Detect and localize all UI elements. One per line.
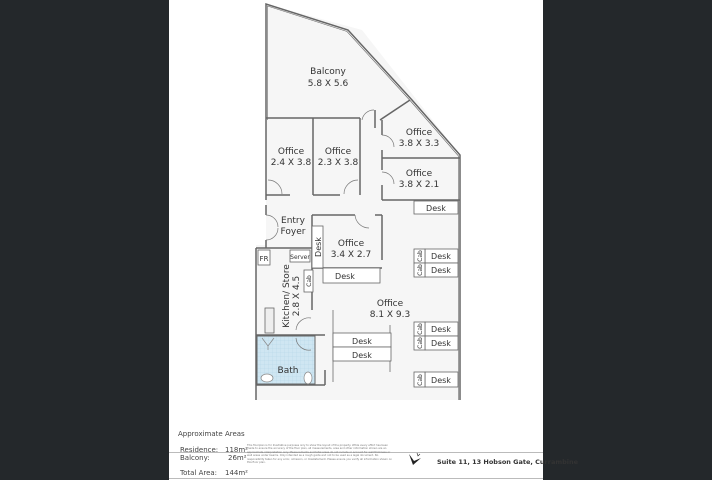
foyer-label: Foyer xyxy=(281,227,306,237)
desk-label: Desk xyxy=(431,376,451,385)
desk-label: Desk xyxy=(314,237,323,257)
area-value-residence: 118m² xyxy=(225,446,248,454)
floor-plan-sheet: Balcony 5.8 X 5.6 Office 2.4 X 3.8 Offic… xyxy=(169,0,578,480)
balcony-walls xyxy=(265,2,461,400)
desks xyxy=(257,200,459,388)
office-2-dims: 2.3 X 3.8 xyxy=(318,158,359,168)
cab-label: Cab xyxy=(417,264,424,276)
shower-icon xyxy=(261,337,275,350)
office-6-label: Office xyxy=(377,299,404,309)
desk-label: Desk xyxy=(335,272,355,281)
office-1-label: Office xyxy=(278,147,305,157)
office-3-dims: 3.8 X 3.3 xyxy=(399,139,440,149)
desk-label: Desk xyxy=(431,252,451,261)
office-4-label: Office xyxy=(406,169,433,179)
balcony-dims: 5.8 X 5.6 xyxy=(308,79,349,89)
office-2-label: Office xyxy=(325,147,352,157)
desk-label: Desk xyxy=(431,325,451,334)
cab-label: Cab xyxy=(417,337,424,349)
cab-label: Cab xyxy=(417,374,424,386)
area-value-total: 144m² xyxy=(225,469,248,477)
disclaimer-text: This floorplan is for illustrative purpo… xyxy=(247,444,392,465)
logo-icon xyxy=(409,452,421,465)
office-3-label: Office xyxy=(406,128,433,138)
office-6-dims: 8.1 X 9.3 xyxy=(370,310,411,320)
toilet-icon xyxy=(260,373,274,383)
office-5-label: Office xyxy=(338,239,365,249)
cab-label: Cab xyxy=(417,250,424,262)
bath-label: Bath xyxy=(278,366,299,376)
desk-label: Desk xyxy=(431,266,451,275)
area-label-balcony: Balcony: xyxy=(180,454,210,462)
entry-label: Entry xyxy=(281,216,306,226)
kitchen-dims: 2.8 X 4.5 xyxy=(292,276,302,317)
cab-label: Cab xyxy=(306,275,313,287)
kitchen-label: Kitchen/ Store xyxy=(282,264,292,328)
balcony-label: Balcony xyxy=(310,67,346,77)
desk-label: Desk xyxy=(431,339,451,348)
floor-plan: Balcony 5.8 X 5.6 Office 2.4 X 3.8 Offic… xyxy=(255,2,461,400)
area-label-residence: Residence: xyxy=(180,446,219,454)
desk-label: Desk xyxy=(352,351,372,360)
desk-label: Desk xyxy=(352,337,372,346)
area-value-balcony: 26m² xyxy=(228,454,247,462)
office-5-dims: 3.4 X 2.7 xyxy=(331,250,372,260)
basin-icon xyxy=(303,371,313,385)
areas-heading: Approximate Areas xyxy=(178,430,245,438)
floor-area xyxy=(256,4,460,400)
fr-label: FR xyxy=(260,255,269,263)
footer-divider-bottom xyxy=(169,478,543,479)
interior-walls xyxy=(255,99,460,400)
area-label-total: Total Area: xyxy=(180,469,218,477)
office-4-dims: 3.8 X 2.1 xyxy=(399,180,440,190)
server-label: Server xyxy=(290,254,310,261)
desk-label: Desk xyxy=(426,204,446,213)
property-address: Suite 11, 13 Hobson Gate, Currambine xyxy=(437,458,579,466)
office-1-dims: 2.4 X 3.8 xyxy=(271,158,312,168)
cab-label: Cab xyxy=(417,323,424,335)
door-swings xyxy=(265,109,395,351)
